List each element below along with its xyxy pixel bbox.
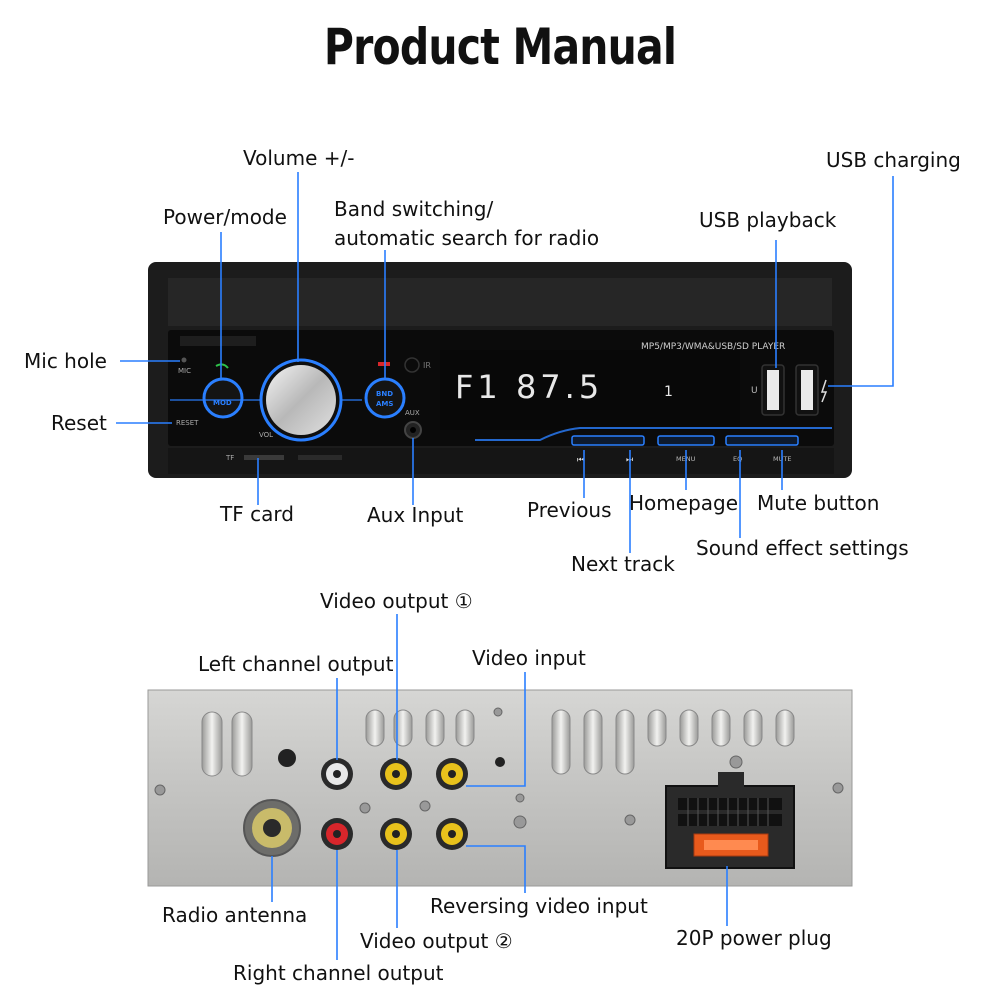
sound-effect-label: Sound effect settings	[696, 536, 909, 560]
power-plug-label: 20P power plug	[676, 926, 832, 950]
screw-icon	[154, 784, 166, 796]
svg-text:MIC: MIC	[178, 367, 191, 375]
display-frequency: F1 87.5	[455, 368, 603, 406]
phone-red-icon	[378, 362, 390, 366]
mic-hole-icon	[181, 357, 187, 363]
volume-label: Volume +/-	[243, 146, 355, 170]
svg-text:EQ: EQ	[733, 455, 742, 463]
mic-hole-label: Mic hole	[24, 349, 107, 373]
power-mode-label: Power/mode	[163, 205, 287, 229]
player-model-text: MP5/MP3/WMA&USB/SD PLAYER	[641, 342, 785, 352]
next-track-label: Next track	[571, 552, 675, 576]
ir-sensor-icon	[404, 357, 420, 373]
lightning-icon	[820, 379, 828, 403]
svg-text:MOD: MOD	[213, 399, 232, 407]
previous-label: Previous	[527, 498, 612, 522]
page-title: Product Manual	[323, 18, 677, 76]
svg-text:VOL: VOL	[259, 431, 273, 439]
front-panel: MP5/MP3/WMA&USB/SD PLAYER F1 87.5 1 MIC …	[148, 262, 852, 478]
front-callout-lines	[116, 172, 894, 553]
right-channel-label: Right channel output	[233, 961, 444, 985]
reset-label: Reset	[51, 411, 107, 435]
front-panel-top-strip	[168, 278, 832, 326]
homepage-label: Homepage	[629, 491, 739, 515]
previous-icon: ⏮	[577, 455, 584, 464]
auto-search-label: automatic search for radio	[334, 226, 600, 250]
svg-text:BND: BND	[376, 390, 393, 398]
usb-playback-label: USB playback	[699, 208, 837, 232]
usb-charging-label: USB charging	[826, 148, 961, 172]
display-suffix: 1	[664, 384, 673, 400]
video-output-1-label: Video output ①	[320, 589, 473, 613]
left-channel-label: Left channel output	[198, 652, 394, 676]
vent-slots	[201, 709, 795, 777]
rear-panel	[147, 689, 853, 887]
svg-text:IR: IR	[423, 361, 431, 370]
eq-mute-button[interactable]	[725, 435, 799, 446]
phone-green-icon	[215, 363, 229, 369]
band-ams-button[interactable]	[364, 377, 406, 419]
rear-callout-lines	[271, 614, 728, 960]
svg-text:U: U	[751, 386, 758, 396]
video-input-label: Video input	[472, 646, 586, 670]
radio-antenna-label: Radio antenna	[162, 903, 308, 927]
tf-card-label: TF card	[220, 502, 294, 526]
svg-text:TF: TF	[225, 454, 234, 462]
lcd-display	[440, 350, 740, 430]
mute-button-label: Mute button	[757, 491, 880, 515]
mounting-hole	[278, 749, 296, 767]
menu-button[interactable]	[657, 435, 715, 446]
power-mode-button[interactable]	[202, 377, 244, 419]
svg-text:RESET: RESET	[176, 419, 199, 427]
reversing-video-label: Reversing video input	[430, 894, 648, 918]
aux-input-label: Aux Input	[367, 503, 464, 527]
tf-card-slot[interactable]	[244, 455, 284, 460]
band-switching-label: Band switching/	[334, 197, 494, 221]
svg-text:AUX: AUX	[405, 409, 420, 417]
screw-icon	[832, 782, 844, 794]
rca-jacks	[321, 758, 468, 850]
svg-text:AMS: AMS	[376, 400, 393, 408]
blue-accent-line	[475, 427, 832, 441]
previous-next-button[interactable]	[571, 435, 645, 446]
video-output-2-label: Video output ②	[360, 929, 513, 953]
